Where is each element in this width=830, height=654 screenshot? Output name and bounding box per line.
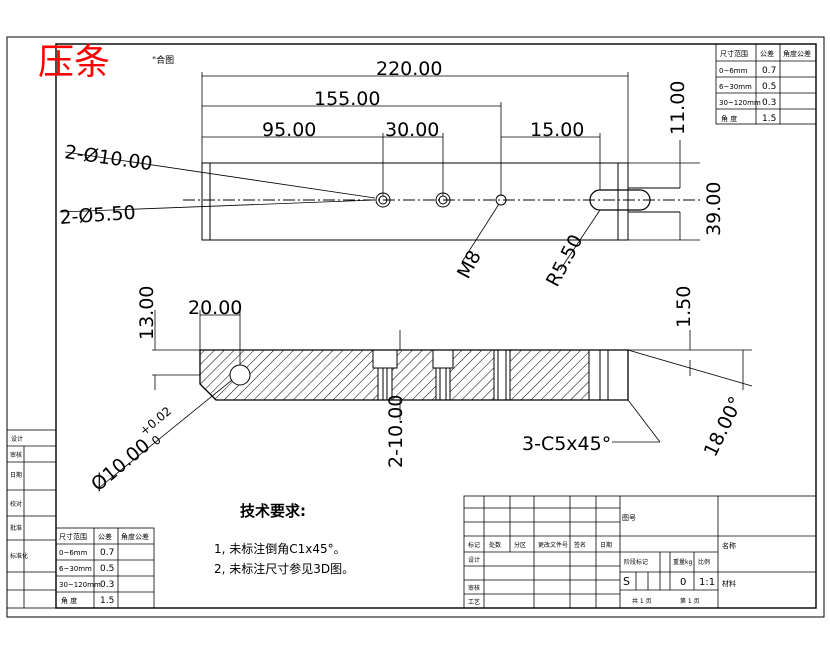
svg-text:重量kg: 重量kg (673, 558, 692, 566)
tb-name-label: 名称 (722, 541, 736, 550)
title-block-text: 图号 名称 材料 标记 处数 分区 更改文件号 签名 日期 设计 审核 工艺 阶… (468, 514, 736, 606)
svg-text:尺寸范围: 尺寸范围 (59, 532, 87, 541)
svg-text:1.5: 1.5 (100, 596, 114, 606)
dim-155: 155.00 (314, 88, 380, 110)
svg-text:标记: 标记 (468, 541, 480, 549)
dim-m8: M8 (453, 247, 486, 282)
tb-weight: 0 (680, 577, 686, 588)
tolerance-table-top-text: 尺寸范围 公差 角度公差 0~6mm 0.7 6~30mm 0.5 30~120… (719, 49, 811, 124)
svg-text:处数: 处数 (489, 541, 501, 549)
svg-text:分区: 分区 (514, 541, 526, 549)
tolerance-table-bottom-text: 尺寸范围 公差 角度公差 0~6mm 0.7 6~30mm 0.5 30~120… (59, 532, 149, 606)
dim-20: 20.00 (188, 297, 242, 319)
tb-sheet-no: 第 1 页 (680, 597, 700, 605)
note-1: 1, 未标注倒角C1x45°。 (214, 541, 346, 556)
svg-text:更改文件号: 更改文件号 (538, 541, 568, 549)
svg-text:角度公差: 角度公差 (783, 49, 811, 58)
dim-220: 220.00 (376, 58, 442, 80)
dim-depth-10: 2-10.00 (385, 395, 407, 468)
tb-sheets-total: 共 1 页 (632, 597, 652, 605)
svg-text:30~120mm: 30~120mm (719, 99, 761, 107)
svg-text:0~6mm: 0~6mm (719, 67, 748, 75)
dim-tol-upper: +0.02 (137, 404, 174, 438)
dim-13: 13.00 (136, 286, 158, 340)
top-dimension-texts: 220.00 155.00 95.00 30.00 15.00 11.00 39… (59, 58, 725, 290)
svg-text:阶段标记: 阶段标记 (624, 558, 648, 566)
svg-text:工艺: 工艺 (468, 598, 480, 606)
dim-dia10: 2-Ø10.00 (63, 141, 153, 175)
dim-15: 15.00 (530, 119, 584, 141)
dim-chamfer: 3-C5x45° (522, 433, 611, 455)
notes-heading: 技术要求: (240, 502, 306, 520)
section-dimension-lines (99, 310, 753, 488)
svg-text:公差: 公差 (98, 532, 112, 541)
svg-text:0.5: 0.5 (100, 564, 114, 574)
svg-text:签名: 签名 (574, 541, 586, 549)
svg-text:1.5: 1.5 (762, 114, 776, 124)
top-view (183, 162, 700, 241)
dim-95: 95.00 (262, 119, 316, 141)
svg-text:6~30mm: 6~30mm (59, 565, 92, 573)
dim-39: 39.00 (703, 182, 725, 236)
tb-scale: 1:1 (699, 577, 715, 588)
dim-30: 30.00 (385, 119, 439, 141)
svg-text:角度公差: 角度公差 (121, 532, 149, 541)
svg-text:日期: 日期 (10, 471, 22, 479)
tb-drawing-label: 图号 (622, 514, 636, 522)
dim-11: 11.00 (667, 81, 689, 135)
top-dimension-lines (59, 72, 700, 271)
svg-text:标准化: 标准化 (10, 552, 28, 560)
title-block (463, 495, 817, 609)
svg-text:30~120mm: 30~120mm (59, 581, 101, 589)
svg-text:审核: 审核 (468, 584, 480, 592)
dim-dia5-5: 2-Ø5.50 (59, 202, 137, 229)
left-strip-text: 设计 审核 日期 校对 批准 标准化 (10, 435, 28, 560)
tb-stage: S (623, 575, 630, 588)
svg-text:日期: 日期 (600, 541, 612, 549)
inner-border (55, 43, 817, 609)
dim-1-5: 1.50 (673, 286, 695, 328)
dim-angle-18: 18.00° (700, 393, 748, 460)
svg-text:尺寸范围: 尺寸范围 (720, 49, 748, 58)
svg-text:0.3: 0.3 (762, 98, 776, 108)
section-view (199, 349, 629, 401)
left-strip (6, 429, 57, 609)
svg-text:角 度: 角 度 (721, 114, 737, 123)
dim-pin-dia: Ø10.00 (87, 434, 154, 495)
part-title: 压条 (38, 42, 110, 83)
note-2: 2, 未标注尺寸参见3D图。 (214, 561, 354, 576)
outer-border (6, 36, 825, 618)
svg-text:设计: 设计 (468, 556, 480, 564)
svg-text:审核: 审核 (10, 451, 22, 459)
svg-text:比例: 比例 (698, 558, 710, 566)
tb-mat-label: 材料 (722, 579, 736, 588)
svg-text:角 度: 角 度 (61, 596, 77, 605)
svg-text:6~30mm: 6~30mm (719, 83, 752, 91)
title-tag: "合图 (152, 54, 174, 66)
tolerance-table-top (715, 43, 817, 125)
svg-text:设计: 设计 (11, 435, 23, 443)
svg-text:校对: 校对 (10, 500, 22, 508)
svg-text:0.3: 0.3 (100, 580, 114, 590)
technical-notes: 技术要求: 1, 未标注倒角C1x45°。 2, 未标注尺寸参见3D图。 (214, 502, 354, 576)
svg-text:0.7: 0.7 (100, 548, 114, 558)
svg-text:0.7: 0.7 (762, 66, 776, 76)
svg-text:0~6mm: 0~6mm (59, 549, 88, 557)
svg-text:0.5: 0.5 (762, 82, 776, 92)
svg-text:批准: 批准 (10, 524, 22, 532)
svg-text:公差: 公差 (760, 49, 774, 58)
tolerance-table-bottom (55, 527, 155, 609)
